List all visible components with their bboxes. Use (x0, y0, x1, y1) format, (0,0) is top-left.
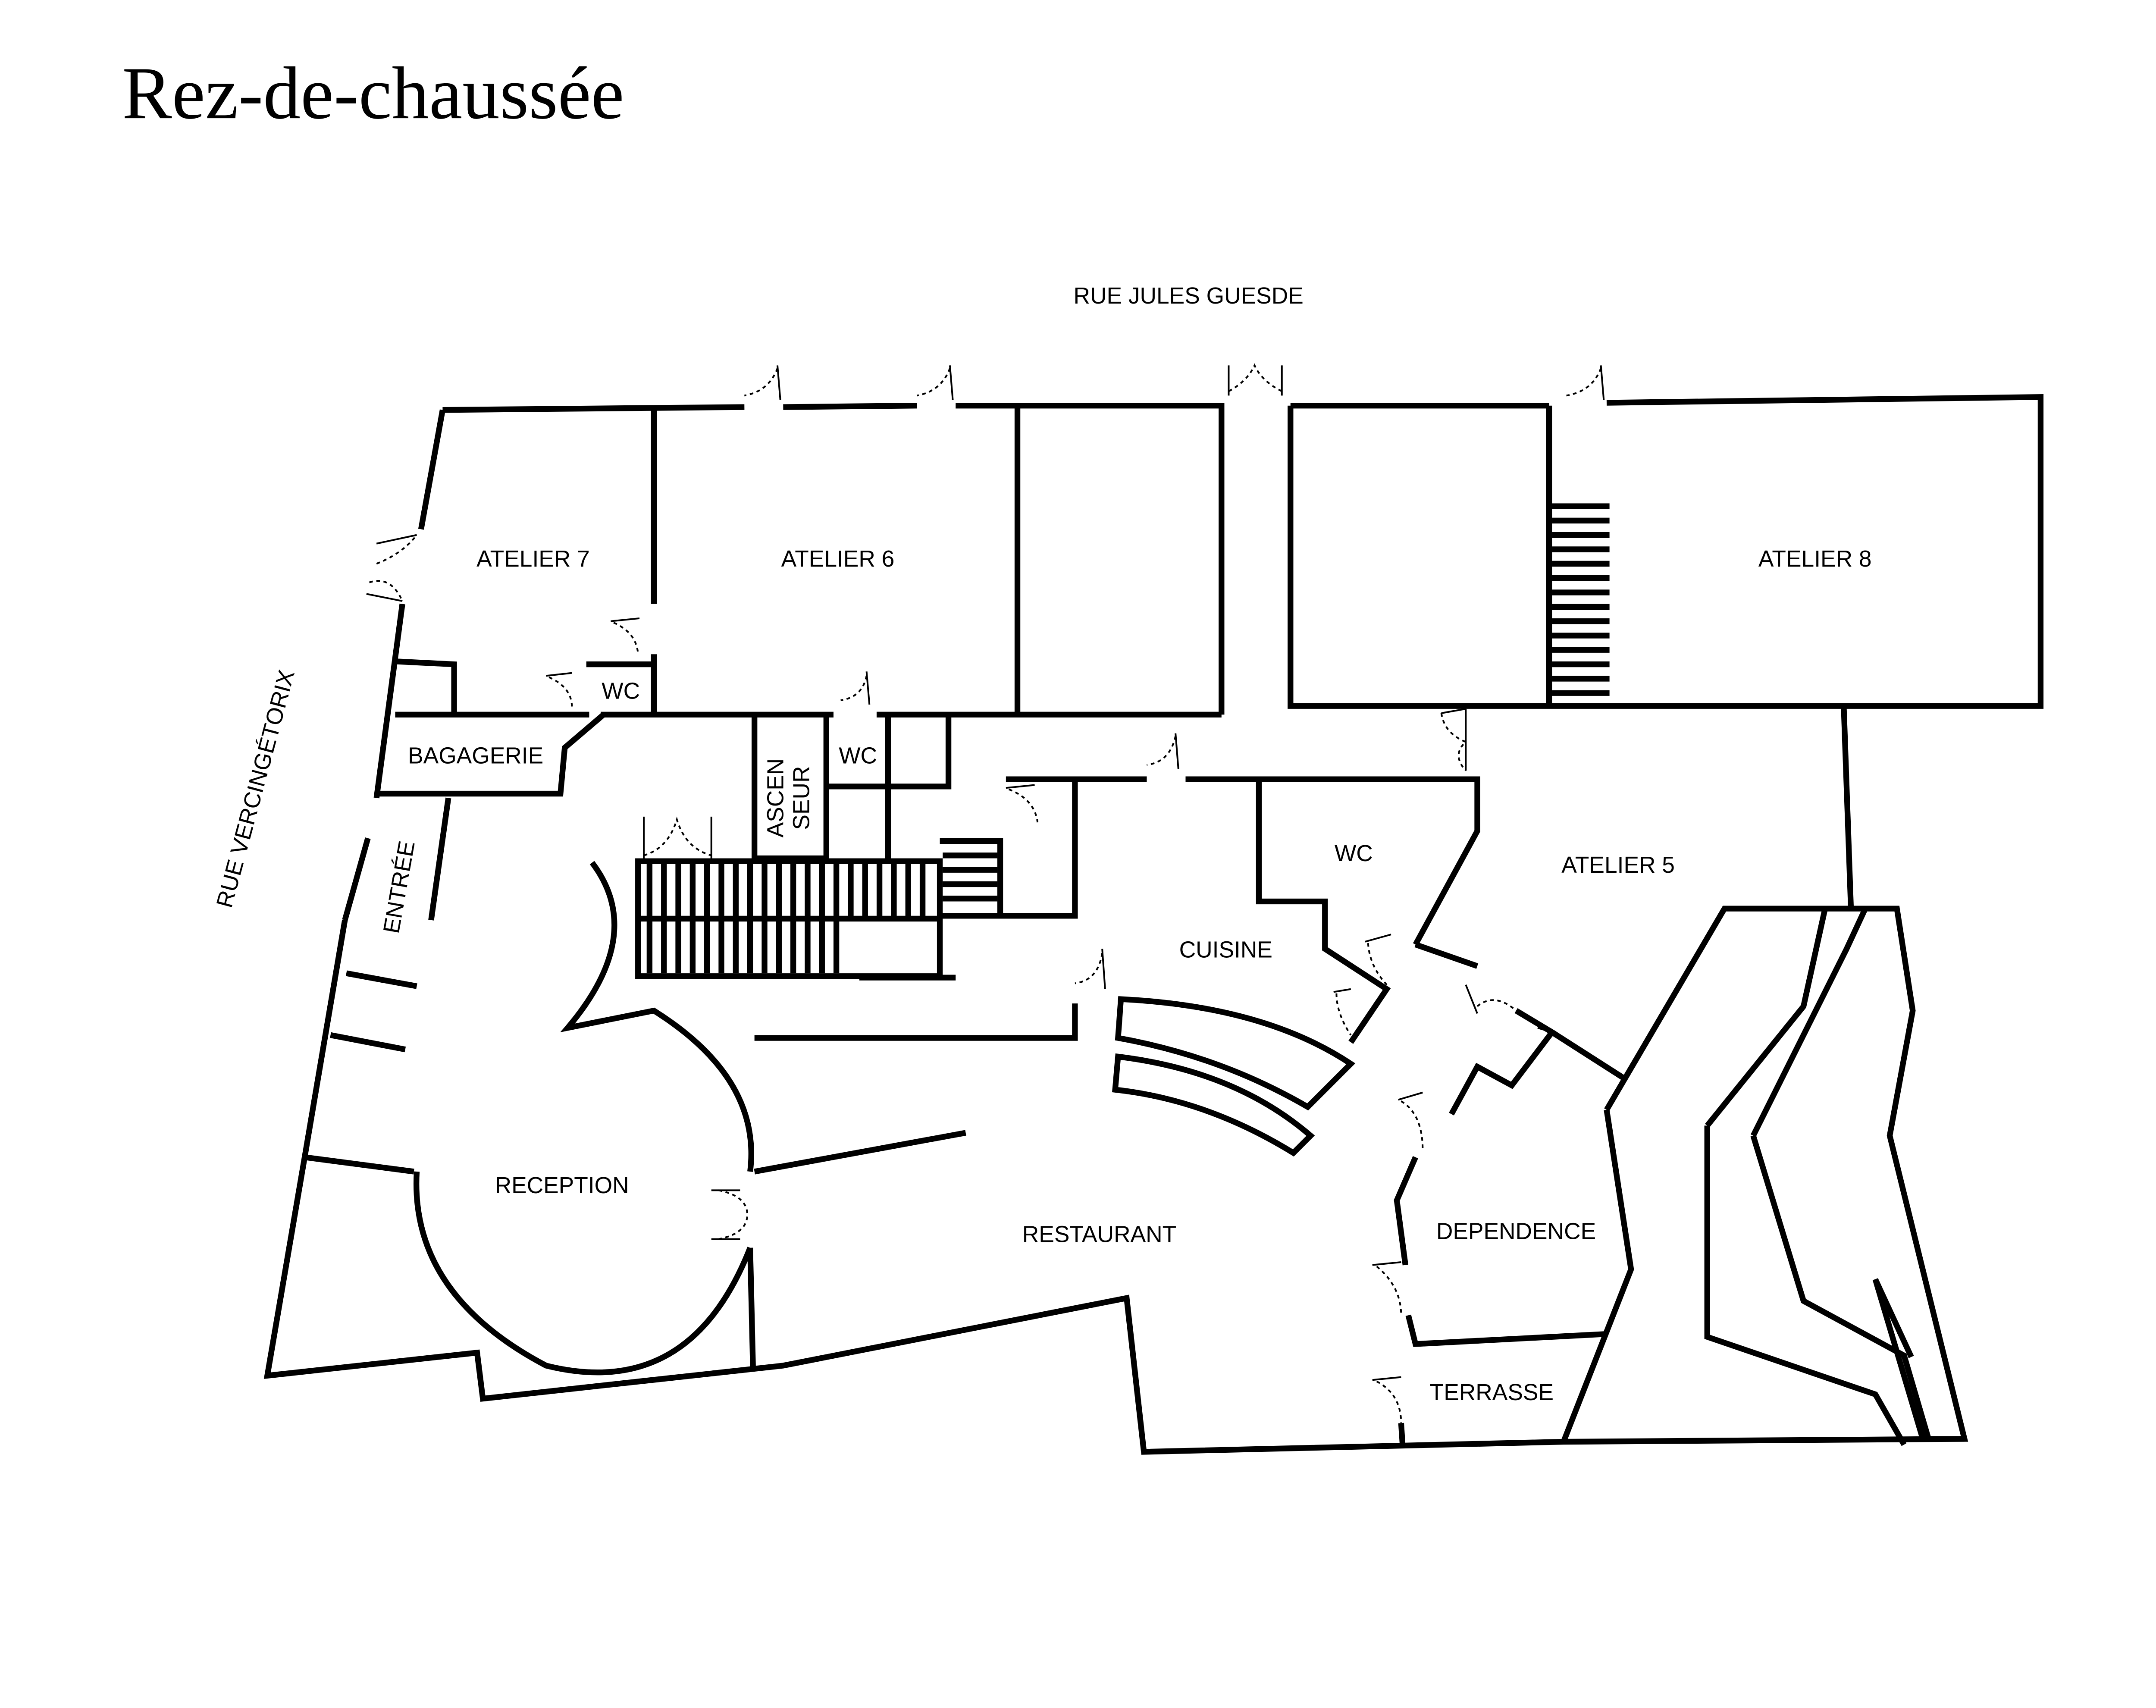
walls (263, 394, 2044, 1455)
room-label-atelier-5: ATELIER 5 (1561, 852, 1675, 878)
room-label-restaurant: RESTAURANT (1022, 1222, 1176, 1247)
street-label-north: RUE JULES GUESDE (1074, 283, 1304, 309)
room-label-ascenseur-2: SEUR (789, 766, 814, 830)
room-label-wc: WC (839, 743, 877, 769)
street-label-west: RUE VERCINGÉTORIX (212, 667, 300, 910)
room-label-wc: WC (1335, 841, 1373, 866)
room-label-entree: ENTRÉE (379, 839, 420, 935)
page-title: Rez-de-chaussée (122, 52, 624, 135)
room-label-wc: WC (602, 679, 640, 704)
room-label-dependence: DEPENDENCE (1436, 1219, 1596, 1244)
stair-treads (646, 503, 1610, 974)
room-label-terrasse: TERRASSE (1430, 1380, 1554, 1405)
room-label-atelier-8: ATELIER 8 (1758, 546, 1872, 572)
labels: RUE JULES GUESDE RUE VERCINGÉTORIX ATELI… (212, 283, 1872, 1405)
room-label-atelier-7: ATELIER 7 (476, 546, 590, 572)
room-label-reception: RECEPTION (495, 1173, 629, 1198)
room-label-cuisine: CUISINE (1179, 937, 1272, 962)
room-label-atelier-6: ATELIER 6 (781, 546, 895, 572)
door-swings (366, 363, 1605, 1423)
room-label-ascenseur-1: ASCEN (763, 758, 788, 838)
room-label-bagagerie: BAGAGERIE (408, 743, 543, 769)
